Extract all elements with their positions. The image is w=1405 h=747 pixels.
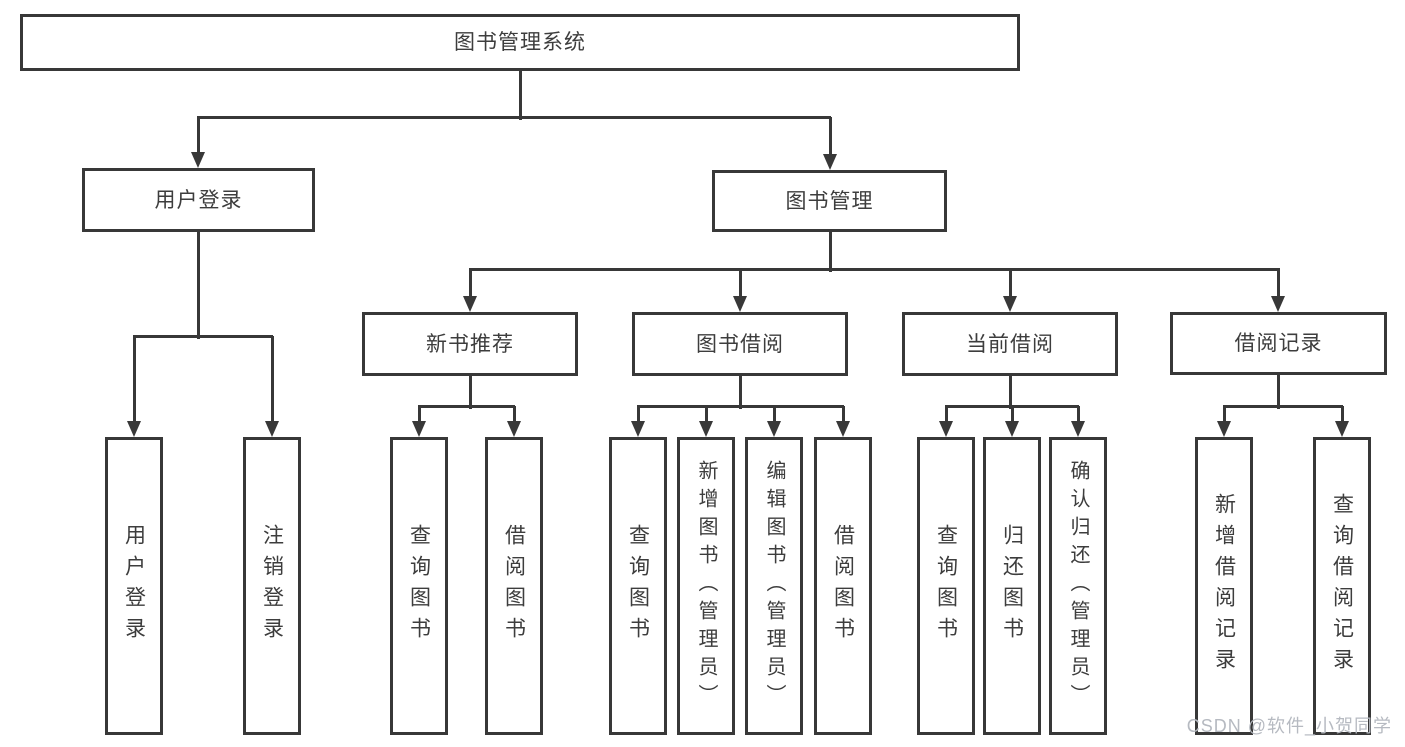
node-return-books-label: 归还图书 xyxy=(1000,524,1024,648)
connector-line xyxy=(1276,269,1280,299)
node-query-books-borrow: 查询图书 xyxy=(609,437,667,735)
connector-line xyxy=(468,376,472,409)
connector-line xyxy=(133,334,273,338)
node-new-book-recommend-label: 新书推荐 xyxy=(426,332,514,356)
arrowhead-down-icon xyxy=(1271,296,1285,312)
node-logout-label: 注销登录 xyxy=(260,524,284,648)
connector-line xyxy=(1076,406,1080,424)
node-book-management: 图书管理 xyxy=(712,170,947,232)
arrowhead-down-icon xyxy=(733,296,747,312)
node-query-books-borrow-label: 查询图书 xyxy=(626,524,650,648)
arrowhead-down-icon xyxy=(1335,421,1349,437)
node-user-login: 用户登录 xyxy=(82,168,315,232)
arrowhead-down-icon xyxy=(412,421,426,437)
node-query-books-current-label: 查询图书 xyxy=(934,524,958,648)
node-borrow-books: 借阅图书 xyxy=(814,437,872,735)
watermark: CSDN @软件_小贺同学 xyxy=(1186,716,1392,736)
connector-line xyxy=(518,70,522,120)
connector-line xyxy=(468,269,472,299)
connector-line xyxy=(944,406,948,424)
arrowhead-down-icon xyxy=(699,421,713,437)
arrowhead-down-icon xyxy=(1217,421,1231,437)
node-book-borrowing: 图书借阅 xyxy=(632,312,848,376)
arrowhead-down-icon xyxy=(631,421,645,437)
node-edit-books-admin-label: 编辑图书（管理员） xyxy=(763,460,785,712)
connector-line xyxy=(1340,406,1344,424)
arrowhead-down-icon xyxy=(1005,421,1019,437)
arrowhead-down-icon xyxy=(507,421,521,437)
arrowhead-down-icon xyxy=(823,154,837,170)
connector-line xyxy=(772,406,776,424)
node-user-login-label: 用户登录 xyxy=(154,188,243,212)
connector-line xyxy=(828,232,832,272)
node-current-borrowing-label: 当前借阅 xyxy=(966,332,1054,356)
arrowhead-down-icon xyxy=(463,296,477,312)
node-query-books-recommend-label: 查询图书 xyxy=(407,524,431,648)
connector-line xyxy=(1008,376,1012,409)
node-logout: 注销登录 xyxy=(243,437,301,735)
connector-line xyxy=(418,404,515,408)
node-return-books: 归还图书 xyxy=(983,437,1041,735)
node-book-management-label: 图书管理 xyxy=(785,189,874,213)
arrowhead-down-icon xyxy=(265,421,279,437)
connector-line xyxy=(1008,269,1012,299)
connector-line xyxy=(132,336,136,424)
node-query-borrow-record-label: 查询借阅记录 xyxy=(1330,493,1354,679)
node-query-books-current: 查询图书 xyxy=(917,437,975,735)
connector-line xyxy=(1223,404,1343,408)
node-query-books-recommend: 查询图书 xyxy=(390,437,448,735)
arrowhead-down-icon xyxy=(939,421,953,437)
node-add-books-admin: 新增图书（管理员） xyxy=(677,437,735,735)
node-root-label: 图书管理系统 xyxy=(454,31,586,54)
connector-line xyxy=(270,336,274,424)
node-confirm-return-admin: 确认归还（管理员） xyxy=(1049,437,1107,735)
connector-line xyxy=(828,117,832,157)
connector-line xyxy=(197,115,831,119)
arrowhead-down-icon xyxy=(1071,421,1085,437)
arrowhead-down-icon xyxy=(1003,296,1017,312)
connector-line xyxy=(738,269,742,299)
node-new-book-recommend: 新书推荐 xyxy=(362,312,578,376)
connector-line xyxy=(1222,406,1226,424)
node-borrow-books-recommend: 借阅图书 xyxy=(485,437,543,735)
connector-line xyxy=(196,117,200,155)
arrowhead-down-icon xyxy=(127,421,141,437)
connector-line xyxy=(738,376,742,409)
node-query-borrow-record: 查询借阅记录 xyxy=(1313,437,1371,735)
node-borrow-records: 借阅记录 xyxy=(1170,312,1387,375)
node-add-books-admin-label: 新增图书（管理员） xyxy=(695,460,717,712)
arrowhead-down-icon xyxy=(191,152,205,168)
connector-line xyxy=(512,406,516,424)
connector-line xyxy=(704,406,708,424)
connector-line xyxy=(1276,375,1280,409)
node-add-borrow-record-label: 新增借阅记录 xyxy=(1212,493,1236,679)
node-borrow-books-label: 借阅图书 xyxy=(831,524,855,648)
node-login: 用户登录 xyxy=(105,437,163,735)
connector-line xyxy=(196,232,200,339)
arrowhead-down-icon xyxy=(767,421,781,437)
connector-line xyxy=(636,406,640,424)
node-add-borrow-record: 新增借阅记录 xyxy=(1195,437,1253,735)
node-current-borrowing: 当前借阅 xyxy=(902,312,1118,376)
arrowhead-down-icon xyxy=(836,421,850,437)
connector-line xyxy=(469,267,1280,271)
node-borrow-records-label: 借阅记录 xyxy=(1234,332,1323,355)
node-confirm-return-admin-label: 确认归还（管理员） xyxy=(1067,460,1089,712)
connector-line xyxy=(637,404,844,408)
node-login-label: 用户登录 xyxy=(122,524,146,648)
connector-line xyxy=(841,406,845,424)
connector-line xyxy=(1010,406,1014,424)
node-book-borrowing-label: 图书借阅 xyxy=(696,332,784,356)
node-edit-books-admin: 编辑图书（管理员） xyxy=(745,437,803,735)
node-root: 图书管理系统 xyxy=(20,14,1020,71)
node-borrow-books-recommend-label: 借阅图书 xyxy=(502,524,526,648)
connector-line xyxy=(417,406,421,424)
